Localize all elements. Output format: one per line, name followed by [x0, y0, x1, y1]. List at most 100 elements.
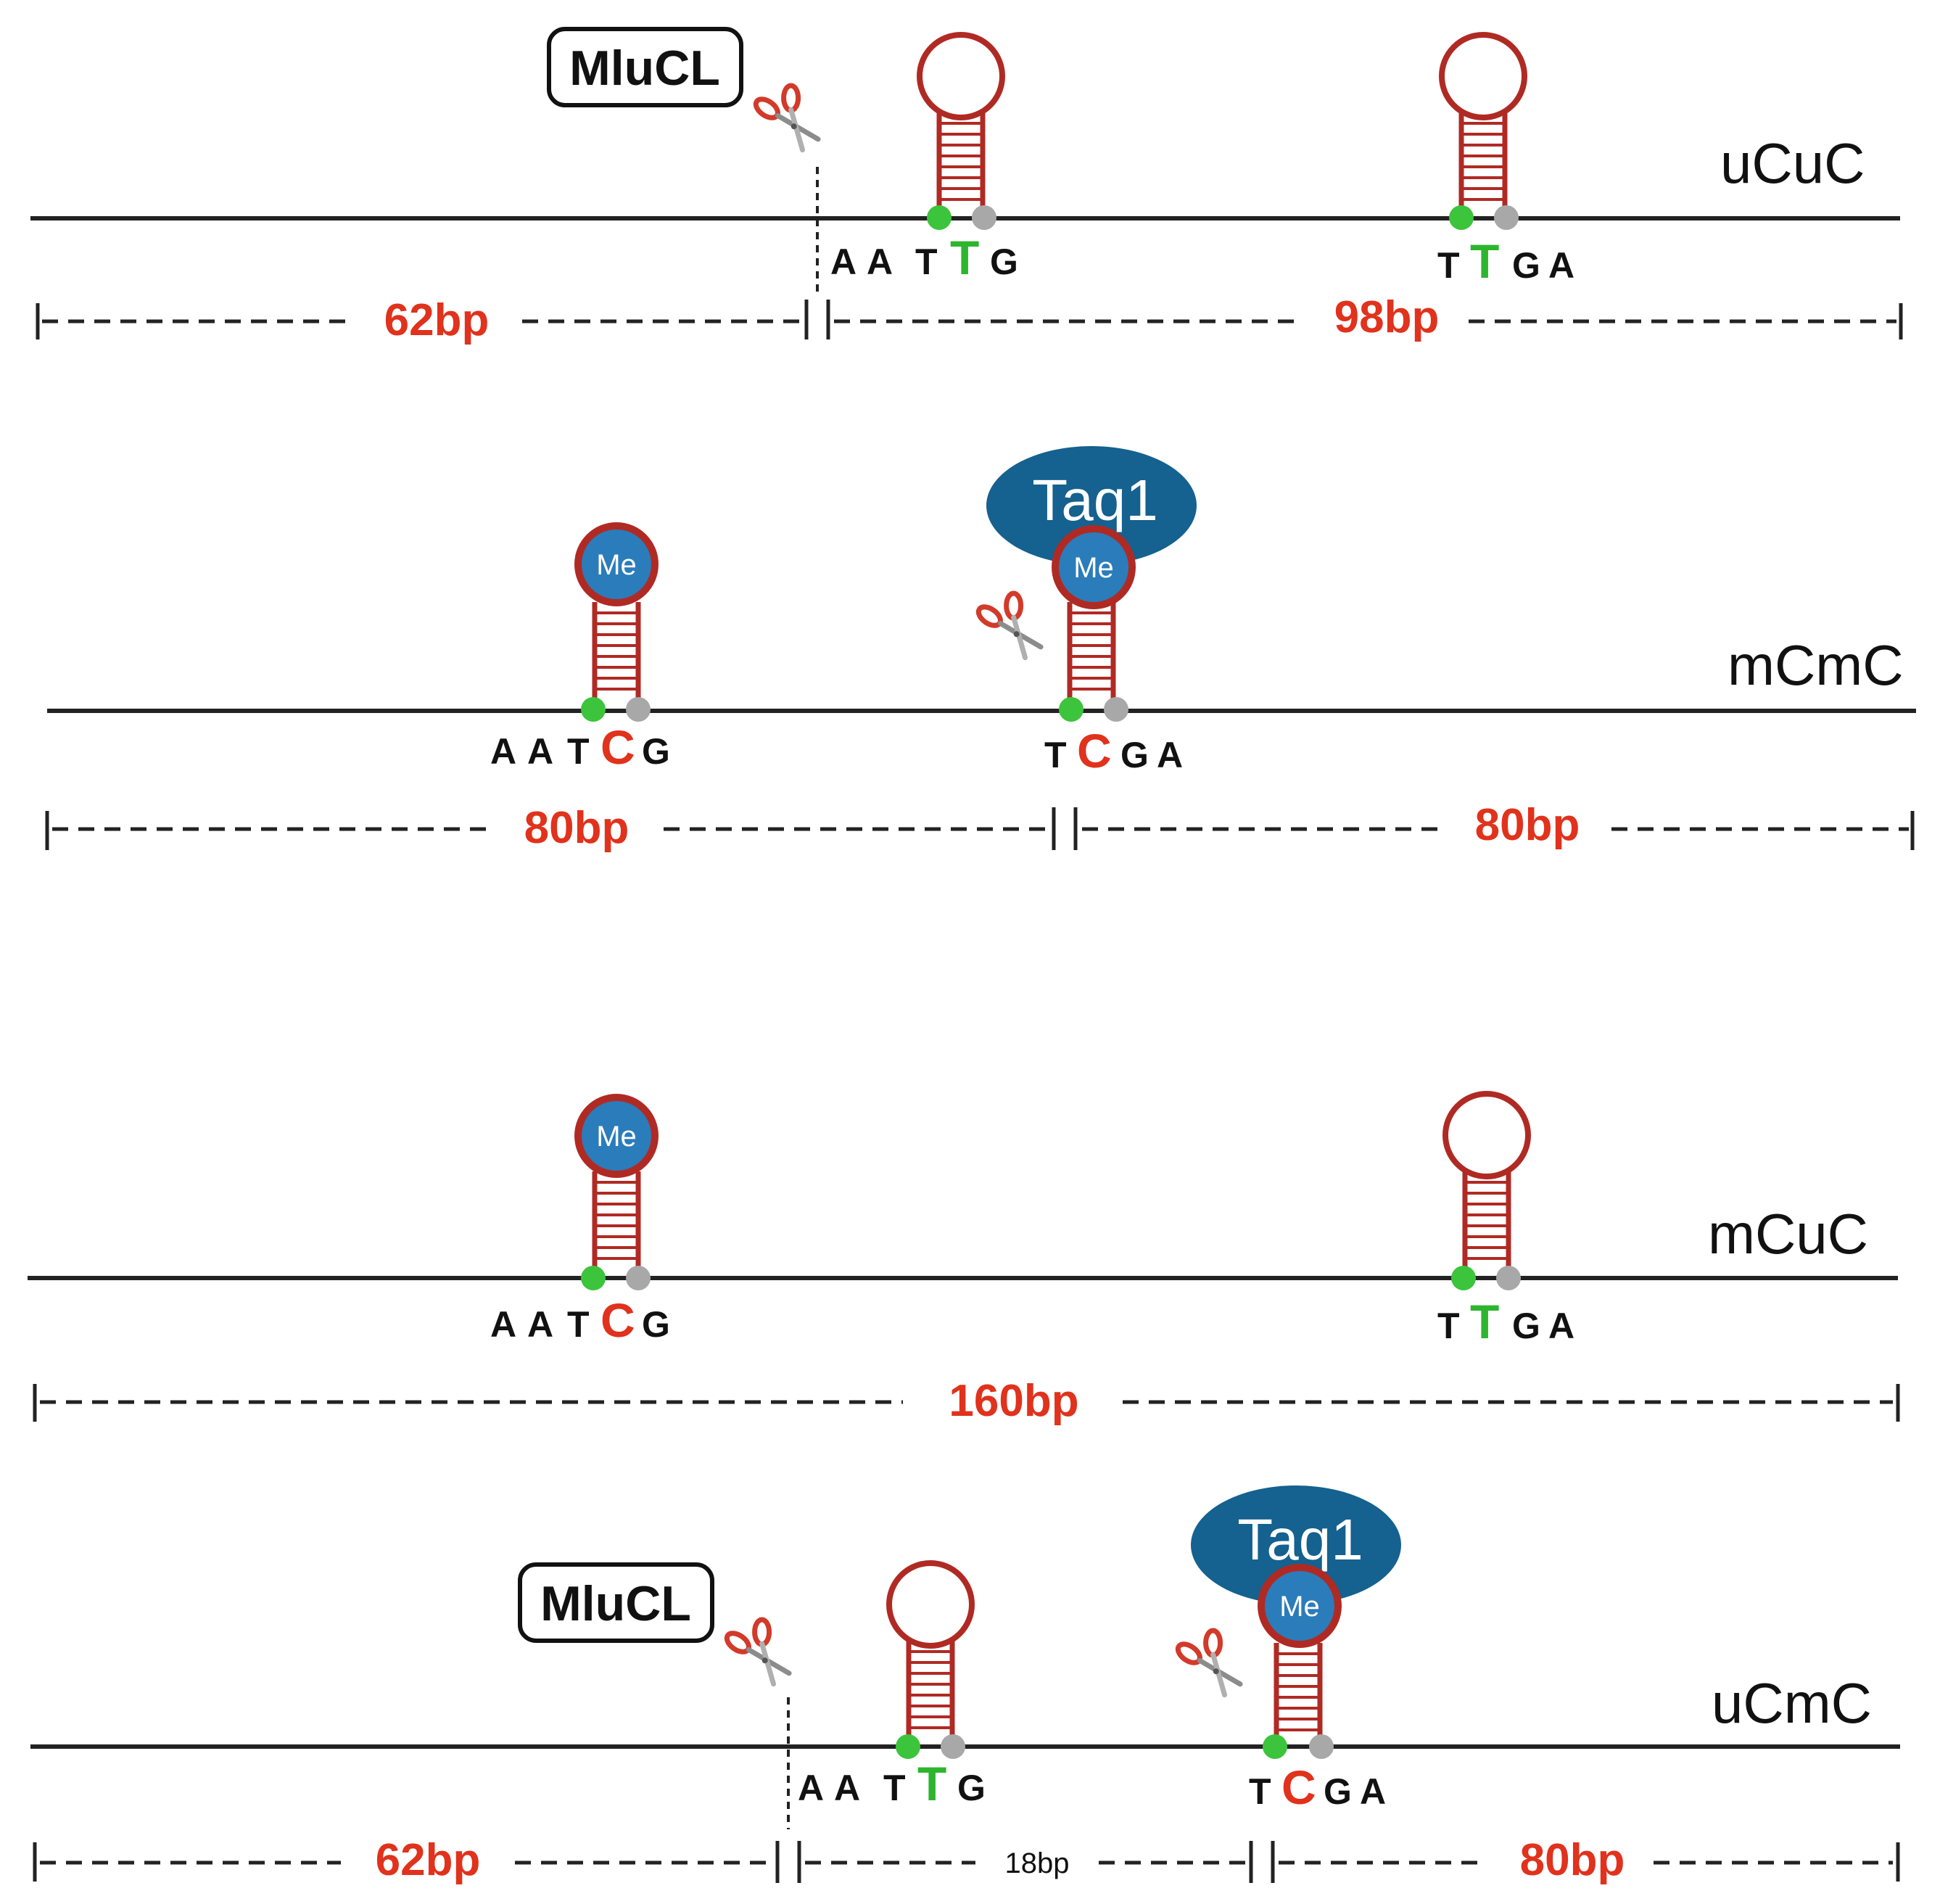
fragment-size-label: 80bp [1520, 1835, 1625, 1885]
modified-base: C [1077, 724, 1112, 778]
methyl-circle [582, 1101, 651, 1171]
base: T [1437, 245, 1460, 286]
green-dot [1449, 205, 1474, 230]
methylated-hairpin-1: Me [574, 1094, 659, 1290]
base: A [1360, 1771, 1386, 1812]
methylated-hairpin-2: Taq1 Me [1191, 1485, 1401, 1759]
fragment-size-bar [33, 1384, 1900, 1422]
enzyme-oval-label: Taq1 [1032, 468, 1157, 532]
site-sequence-1: A A T C G [490, 720, 670, 774]
mlucl-enzyme: MluCL [547, 27, 743, 107]
gray-dot [1496, 1266, 1521, 1290]
gray-dot [1104, 697, 1128, 722]
modified-base: T [950, 231, 979, 284]
gray-dot [972, 205, 996, 230]
hairpin-site-2 [1442, 1091, 1531, 1290]
base: A [830, 242, 857, 282]
methylated-hairpin-1: Me [574, 522, 659, 722]
site-sequence-1: A A T T G [830, 231, 1018, 284]
mlucl-enzyme: MluCL [518, 1562, 714, 1643]
fragment-size-label: 18bp [1005, 1847, 1070, 1879]
base: A [798, 1768, 824, 1808]
base: G [1324, 1771, 1352, 1812]
enzyme-box-label: MluCL [569, 41, 720, 96]
fragment-size-label: 98bp [1334, 292, 1440, 342]
base: T [1249, 1771, 1271, 1812]
site-sequence-2: T T G A [1437, 1295, 1574, 1348]
hairpin-site-2 [1439, 32, 1527, 230]
green-dot [581, 1266, 606, 1290]
methyl-circle [1265, 1571, 1334, 1641]
enzyme-oval-label: Taq1 [1237, 1507, 1363, 1572]
scissors-icon [750, 77, 827, 161]
panel-ucmc: uCmC MluCL A A T T G [30, 1485, 1900, 1885]
methylated-hairpin-2: Taq1 Me [986, 446, 1197, 722]
base: A [834, 1768, 860, 1808]
panel-ucuc: uCuC MluCL A A T T G [30, 27, 1903, 345]
scissors-icon [721, 1611, 798, 1695]
me-label: Me [596, 549, 637, 581]
me-label: Me [1073, 552, 1114, 584]
base: G [642, 731, 670, 772]
gray-dot [1494, 205, 1519, 230]
base: T [915, 242, 938, 282]
base: A [1157, 735, 1183, 775]
base: A [527, 1304, 553, 1345]
fragment-size-bar [33, 1841, 1900, 1883]
strand-label: uCuC [1720, 131, 1865, 195]
green-dot [581, 697, 606, 722]
modified-base: C [600, 720, 635, 774]
base: A [1548, 1306, 1574, 1346]
enzyme-box-label: MluCL [540, 1576, 691, 1631]
modified-base: T [917, 1757, 946, 1810]
base: A [867, 242, 893, 282]
green-dot [1451, 1266, 1476, 1290]
panel-mcuc: mCuC Me A A T C G [28, 1091, 1900, 1426]
site-sequence-1: A A T T G [798, 1757, 986, 1810]
base: T [1044, 735, 1067, 775]
fragment-size-label: 80bp [1475, 800, 1580, 850]
methyl-circle [582, 529, 651, 599]
site-sequence-2: T T G A [1437, 234, 1574, 288]
gray-dot [941, 1734, 965, 1759]
modified-base: C [1281, 1760, 1316, 1814]
strand-label: uCmC [1712, 1671, 1872, 1735]
fragment-size-bar [36, 300, 1903, 339]
site-sequence-2: T C G A [1044, 724, 1183, 778]
modified-base: C [600, 1293, 635, 1347]
gray-dot [626, 1266, 651, 1290]
site-sequence-1: A A T C G [490, 1293, 670, 1347]
base: A [490, 1304, 516, 1345]
base: G [1120, 735, 1149, 775]
me-label: Me [1279, 1591, 1320, 1623]
panel-mcmc: mCmC Me A A T C G Taq1 [45, 446, 1916, 853]
me-label: Me [596, 1121, 637, 1153]
green-dot [1263, 1734, 1287, 1759]
fragment-size-label: 80bp [524, 803, 630, 853]
modified-base: T [1470, 234, 1499, 288]
base: T [1437, 1306, 1460, 1346]
green-dot [927, 205, 952, 230]
fragment-size-bar [45, 807, 1915, 850]
fragment-size-label: 62bp [384, 295, 490, 345]
base: G [642, 1304, 670, 1345]
gray-dot [626, 697, 651, 722]
base: A [490, 731, 516, 772]
modified-base: T [1470, 1295, 1499, 1348]
fragment-size-label: 160bp [949, 1376, 1078, 1426]
base: G [990, 242, 1018, 282]
base: T [883, 1768, 906, 1808]
gray-dot [1309, 1734, 1334, 1759]
base: A [1548, 245, 1574, 286]
taq1-enzyme [1191, 1485, 1401, 1604]
base: G [957, 1768, 986, 1808]
strand-label: mCmC [1728, 633, 1904, 697]
methyl-circle [1059, 532, 1128, 602]
base: G [1512, 245, 1540, 286]
hairpin-site-1 [917, 32, 1005, 230]
scissors-icon [973, 585, 1050, 669]
scissors-icon [1172, 1622, 1250, 1706]
base: A [527, 731, 553, 772]
green-dot [1059, 697, 1083, 722]
